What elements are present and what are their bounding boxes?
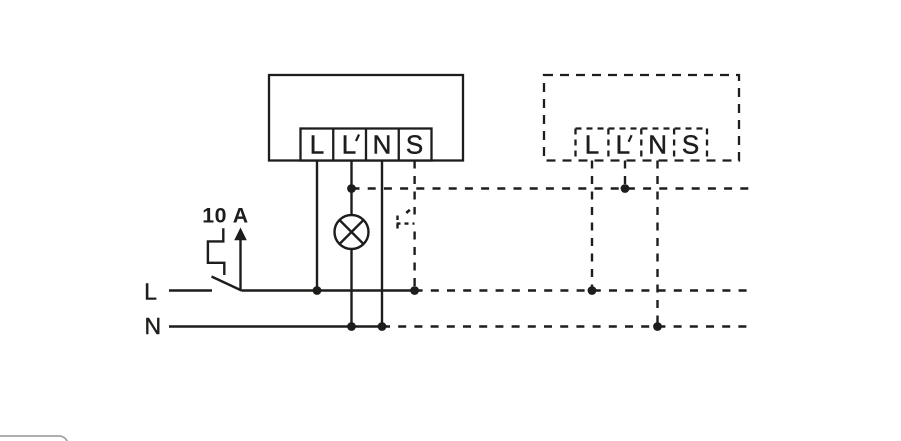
svg-text:S: S bbox=[682, 130, 699, 160]
svg-text:S: S bbox=[406, 130, 423, 160]
svg-text:L: L bbox=[616, 130, 630, 160]
svg-text:L: L bbox=[310, 130, 324, 160]
svg-text:L: L bbox=[342, 130, 356, 160]
svg-text:N: N bbox=[373, 130, 392, 160]
svg-text:N: N bbox=[144, 313, 161, 339]
svg-text:N: N bbox=[648, 130, 667, 160]
svg-text:L: L bbox=[585, 130, 599, 160]
svg-text:L: L bbox=[144, 278, 157, 304]
svg-text:10 A: 10 A bbox=[202, 204, 249, 228]
